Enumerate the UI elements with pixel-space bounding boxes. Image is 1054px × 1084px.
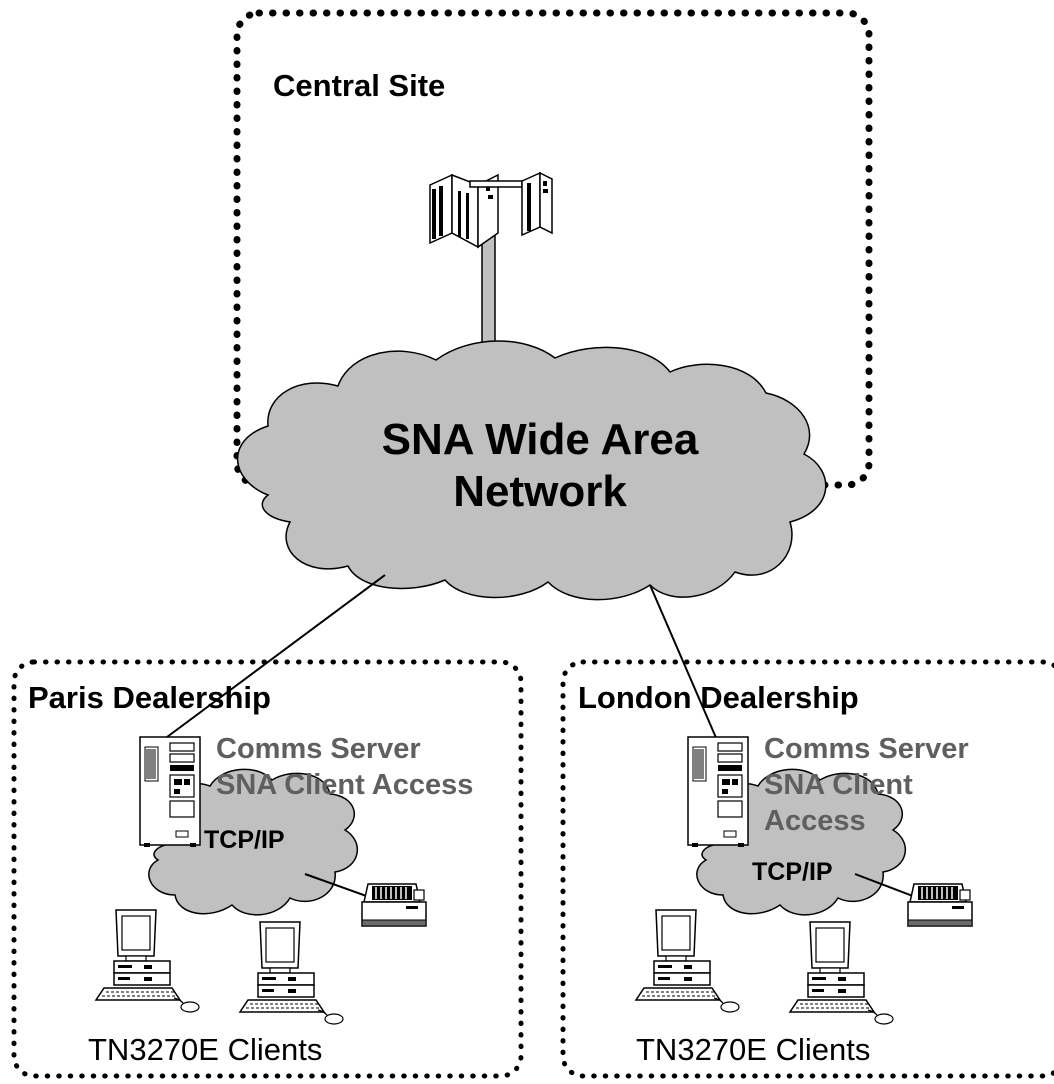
- london-server-label-line1: Comms Server: [764, 733, 969, 765]
- paris-lan-label: TCP/IP: [204, 826, 285, 854]
- london-printer-icon: [907, 883, 973, 927]
- london-tcpip-cloud: [696, 768, 907, 916]
- london-site-boundary: [560, 659, 1054, 1079]
- paris-server-icon: [139, 736, 201, 848]
- london-client-pc-icon: [635, 909, 740, 1013]
- sna-wan-cloud: [236, 340, 827, 601]
- london-site-title: London Dealership: [578, 680, 859, 715]
- wan-label-line1: SNA Wide Area: [381, 415, 699, 464]
- london-server-label-line2: SNA Client: [764, 769, 913, 801]
- paris-tcpip-cloud: [148, 768, 359, 916]
- london-clients-label: TN3270E Clients: [636, 1032, 871, 1067]
- mainframe-icon: [429, 172, 553, 248]
- wan-link-london: [649, 584, 718, 741]
- wan-label-line2: Network: [453, 467, 627, 516]
- paris-server-label-line1: Comms Server: [216, 733, 421, 765]
- paris-printer-link: [304, 873, 373, 899]
- london-server-label: Comms Server SNA Client Access: [764, 731, 969, 839]
- london-server-label-line3: Access: [764, 805, 866, 837]
- london-printer-link: [854, 873, 919, 899]
- central-site-title: Central Site: [273, 68, 446, 103]
- paris-server-label: Comms Server SNA Client Access: [216, 731, 473, 803]
- paris-site-title: Paris Dealership: [28, 680, 271, 715]
- wan-link-paris: [162, 574, 386, 741]
- wan-label: SNA Wide Area Network: [370, 414, 710, 518]
- london-lan-label: TCP/IP: [752, 858, 833, 886]
- paris-client-pc-icon: [239, 921, 344, 1025]
- channel-link: [481, 233, 496, 349]
- paris-site-boundary: [11, 659, 524, 1079]
- paris-clients-label: TN3270E Clients: [88, 1032, 323, 1067]
- london-client-pc-icon: [789, 921, 894, 1025]
- london-server-icon: [687, 736, 749, 848]
- paris-client-pc-icon: [95, 909, 200, 1013]
- paris-printer-icon: [361, 883, 427, 927]
- paris-server-label-line2: SNA Client Access: [216, 769, 474, 801]
